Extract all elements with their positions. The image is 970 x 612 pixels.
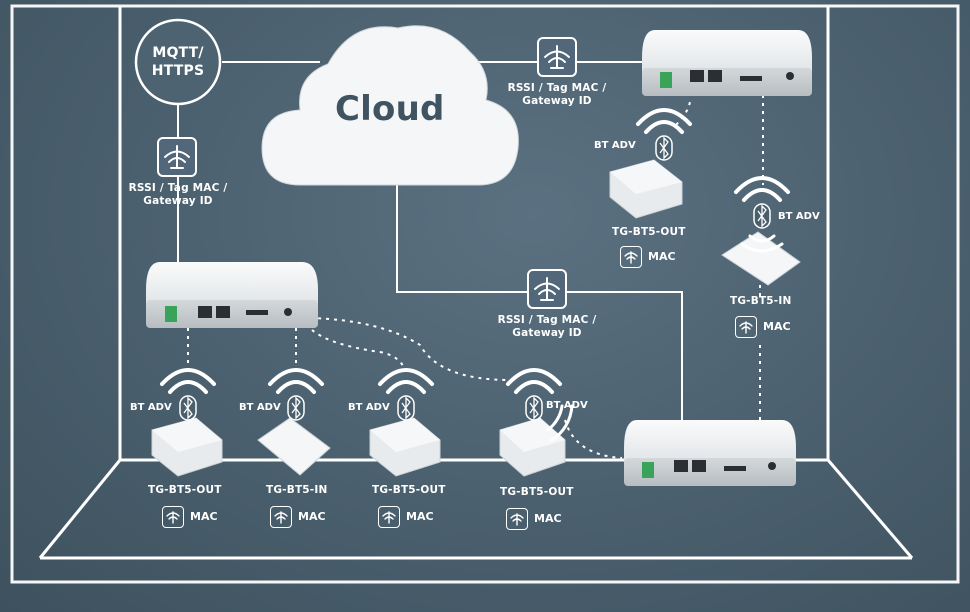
tag-out-1 [151, 417, 223, 477]
report-line1: RSSI / Tag MAC / [507, 82, 607, 94]
antenna-icon [270, 506, 292, 528]
report-line1: RSSI / Tag MAC / [497, 314, 597, 326]
bluetooth-signal-icons [160, 108, 790, 442]
gateway-device-bottom-right [624, 420, 796, 486]
report-line2: Gateway ID [522, 95, 592, 107]
tag-name-out: TG-BT5-OUT [612, 226, 686, 238]
mac-label: MAC [190, 510, 218, 523]
report-label-middle: RSSI / Tag MAC / Gateway ID [495, 314, 599, 340]
tag-name-in: TG-BT5-IN [730, 295, 792, 307]
report-line2: Gateway ID [512, 327, 582, 339]
mac-label: MAC [534, 512, 562, 525]
tag-name-out: TG-BT5-OUT [372, 484, 446, 496]
mqtt-label: MQTT/ HTTPS [146, 44, 210, 80]
bt-adv-label: BT ADV [239, 402, 281, 413]
cloud-label: Cloud [335, 89, 445, 129]
gateway-device-top-right [642, 30, 812, 96]
antenna-glyphs [164, 45, 570, 301]
tag-out-3 [499, 417, 566, 477]
antenna-icon [378, 506, 400, 528]
report-line2: Gateway ID [143, 195, 213, 207]
mqtt-line1: MQTT/ [152, 45, 204, 61]
bt-adv-label: BT ADV [594, 140, 636, 151]
report-label-top: RSSI / Tag MAC / Gateway ID [505, 82, 609, 108]
mac-label: MAC [298, 510, 326, 523]
tag-out-4 [609, 159, 683, 219]
tag-name-out: TG-BT5-OUT [148, 484, 222, 496]
antenna-icon [735, 316, 757, 338]
mac-label: MAC [406, 510, 434, 523]
mqtt-line2: HTTPS [151, 63, 205, 79]
mac-label: MAC [648, 250, 676, 263]
bt-adv-label: BT ADV [348, 402, 390, 413]
bluetooth-glyphs [183, 136, 767, 420]
report-line1: RSSI / Tag MAC / [128, 182, 228, 194]
cloud-shape [261, 25, 519, 186]
tag-name-in: TG-BT5-IN [266, 484, 328, 496]
bt-links [187, 95, 764, 459]
tag-in-1 [257, 417, 331, 476]
report-label-left: RSSI / Tag MAC / Gateway ID [126, 182, 230, 208]
mac-label: MAC [763, 320, 791, 333]
antenna-icon [162, 506, 184, 528]
antenna-icon [506, 508, 528, 530]
antenna-icon [620, 246, 642, 268]
bt-adv-label: BT ADV [130, 402, 172, 413]
gateway-device-left [146, 262, 318, 328]
bt-adv-label: BT ADV [546, 400, 588, 411]
bt-adv-label: BT ADV [778, 211, 820, 222]
tag-out-2 [369, 417, 441, 477]
mqtt-circle [134, 18, 222, 106]
tag-name-out: TG-BT5-OUT [500, 486, 574, 498]
